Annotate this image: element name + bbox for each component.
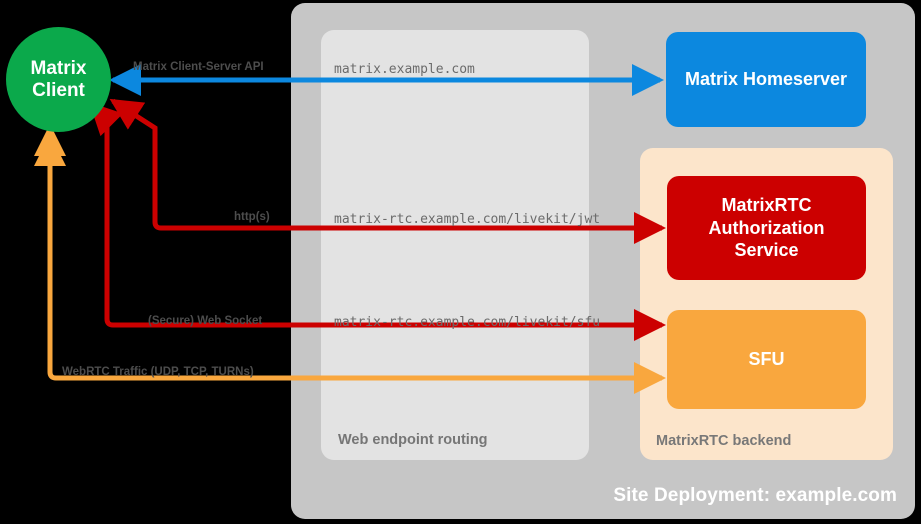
edge-label-https: http(s) <box>234 211 270 223</box>
matrixrtc-backend-label: MatrixRTC backend <box>656 433 792 449</box>
endpoint-matrix-example-com: matrix.example.com <box>334 62 475 77</box>
node-matrixrtc-authorization-service[interactable]: MatrixRTC Authorization Service <box>667 176 866 280</box>
edge-label-client-server-api: Matrix Client-Server API <box>133 61 264 73</box>
auth-service-label-line2: Authorization <box>708 217 825 238</box>
edge-label-webrtc-traffic: WebRTC Traffic (UDP, TCP, TURNs) <box>62 366 254 378</box>
web-endpoint-routing-label: Web endpoint routing <box>338 432 488 448</box>
node-matrix-client[interactable]: Matrix Client <box>6 27 111 132</box>
matrix-client-label-line1: Matrix <box>30 58 87 80</box>
endpoint-livekit-sfu: matrix-rtc.example.com/livekit/sfu <box>334 315 601 330</box>
auth-service-label-line1: MatrixRTC <box>721 195 812 216</box>
matrix-client-label-line2: Client <box>32 79 85 101</box>
matrix-homeserver-label: Matrix Homeserver <box>684 69 848 90</box>
endpoint-livekit-jwt: matrix-rtc.example.com/livekit/jwt <box>334 212 601 227</box>
auth-service-label-line3: Service <box>734 240 799 261</box>
node-matrix-homeserver[interactable]: Matrix Homeserver <box>666 32 866 127</box>
edge-label-web-socket: (Secure) Web Socket <box>148 315 263 327</box>
web-endpoint-routing-group: Web endpoint routing <box>321 30 589 460</box>
node-sfu[interactable]: SFU <box>667 310 866 409</box>
sfu-label: SFU <box>748 349 785 370</box>
site-deployment-label: Site Deployment: example.com <box>613 485 897 506</box>
